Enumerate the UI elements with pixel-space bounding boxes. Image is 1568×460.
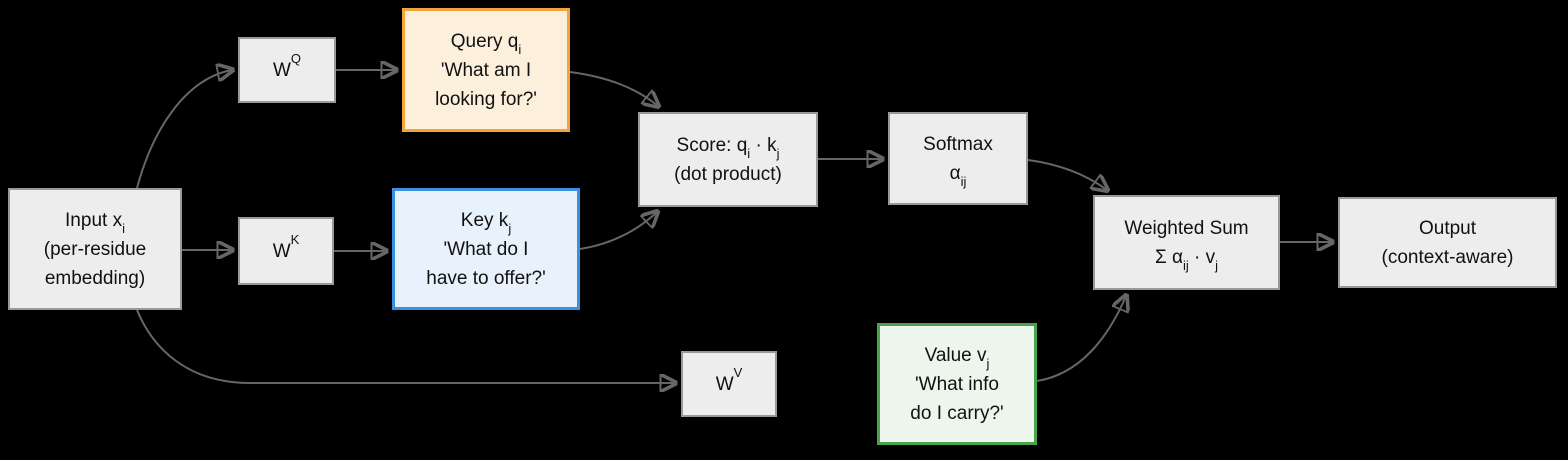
node-weighted-sum: Weighted Sum Σ αij · vj (1093, 195, 1280, 290)
node-query-line1: Query qi (450, 27, 522, 58)
node-input-line3: embedding) (44, 267, 146, 289)
node-key-line3: have to offer?' (426, 267, 546, 289)
node-softmax-line2: αij (949, 159, 967, 190)
node-input-label: Input x (65, 209, 123, 231)
edge-input-to-wv (136, 309, 675, 383)
node-query-line2: 'What am I (440, 59, 532, 81)
node-value-subscript: j (986, 356, 990, 372)
node-wv-line1: WV (715, 366, 743, 399)
node-score-subscript-j: j (776, 146, 780, 162)
node-softmax-line1: Softmax (923, 133, 993, 155)
node-query-label: Query q (450, 30, 519, 52)
node-output-line1: Output (1418, 217, 1477, 239)
node-key-subscript: j (508, 221, 512, 237)
node-key-line1: Key kj (460, 206, 512, 237)
node-input: Input xi (per-residue embedding) (8, 188, 182, 310)
node-input-subscript: i (122, 221, 125, 237)
node-score: Score: qi · kj (dot product) (638, 112, 818, 207)
node-query-line3: looking for?' (435, 88, 537, 110)
node-value: Value vj 'What info do I carry?' (877, 323, 1037, 445)
node-weighted-sum-subscript-ij: ij (1182, 258, 1189, 274)
node-wq-superscript: Q (290, 51, 302, 67)
node-score-line1: Score: qi · kj (676, 131, 780, 162)
node-wv-superscript: V (733, 365, 743, 381)
node-input-line1: Input xi (65, 206, 125, 237)
node-value-line1: Value vj (924, 341, 990, 372)
edge-softmax-to-ws (1027, 159, 1107, 190)
node-value-line3: do I carry?' (910, 402, 1004, 424)
node-wq-line1: WQ (272, 52, 301, 85)
node-output: Output (context-aware) (1338, 197, 1557, 288)
edge-input-to-wq (136, 70, 232, 189)
edge-query-to-score (569, 71, 658, 106)
node-wv: WV (681, 351, 777, 417)
node-weighted-sum-line2: Σ αij · vj (1154, 243, 1219, 274)
node-weighted-sum-dot-v: · v (1188, 246, 1216, 268)
node-score-dot-k: · k (750, 134, 777, 156)
node-score-label: Score: q (676, 134, 748, 156)
node-key: Key kj 'What do I have to offer?' (392, 188, 580, 310)
node-score-line2: (dot product) (674, 163, 782, 185)
node-weighted-sum-sigma-alpha: Σ α (1154, 246, 1183, 268)
node-query-subscript: i (518, 42, 522, 58)
node-wk-label: W (272, 240, 291, 262)
edge-value-to-ws (1036, 296, 1126, 382)
node-wq-label: W (272, 59, 291, 81)
node-input-line2: (per-residue (43, 238, 147, 260)
node-weighted-sum-line1: Weighted Sum (1124, 217, 1249, 239)
node-weighted-sum-subscript-j: j (1215, 258, 1219, 274)
node-softmax-alpha: α (949, 162, 961, 184)
node-value-line2: 'What info (915, 373, 999, 395)
node-key-label: Key k (460, 209, 509, 231)
node-softmax-subscript: ij (960, 174, 967, 190)
node-wq: WQ (238, 37, 336, 103)
node-key-line2: 'What do I (443, 238, 529, 260)
node-wk: WK (238, 217, 334, 285)
edge-key-to-score (579, 212, 657, 250)
node-value-label: Value v (924, 344, 987, 366)
node-wv-label: W (715, 373, 734, 395)
node-query: Query qi 'What am I looking for?' (402, 8, 570, 132)
node-output-line2: (context-aware) (1381, 246, 1514, 268)
node-score-subscript-i: i (747, 146, 751, 162)
node-wk-line1: WK (272, 233, 300, 266)
node-softmax: Softmax αij (888, 112, 1028, 205)
node-wk-superscript: K (290, 232, 300, 248)
